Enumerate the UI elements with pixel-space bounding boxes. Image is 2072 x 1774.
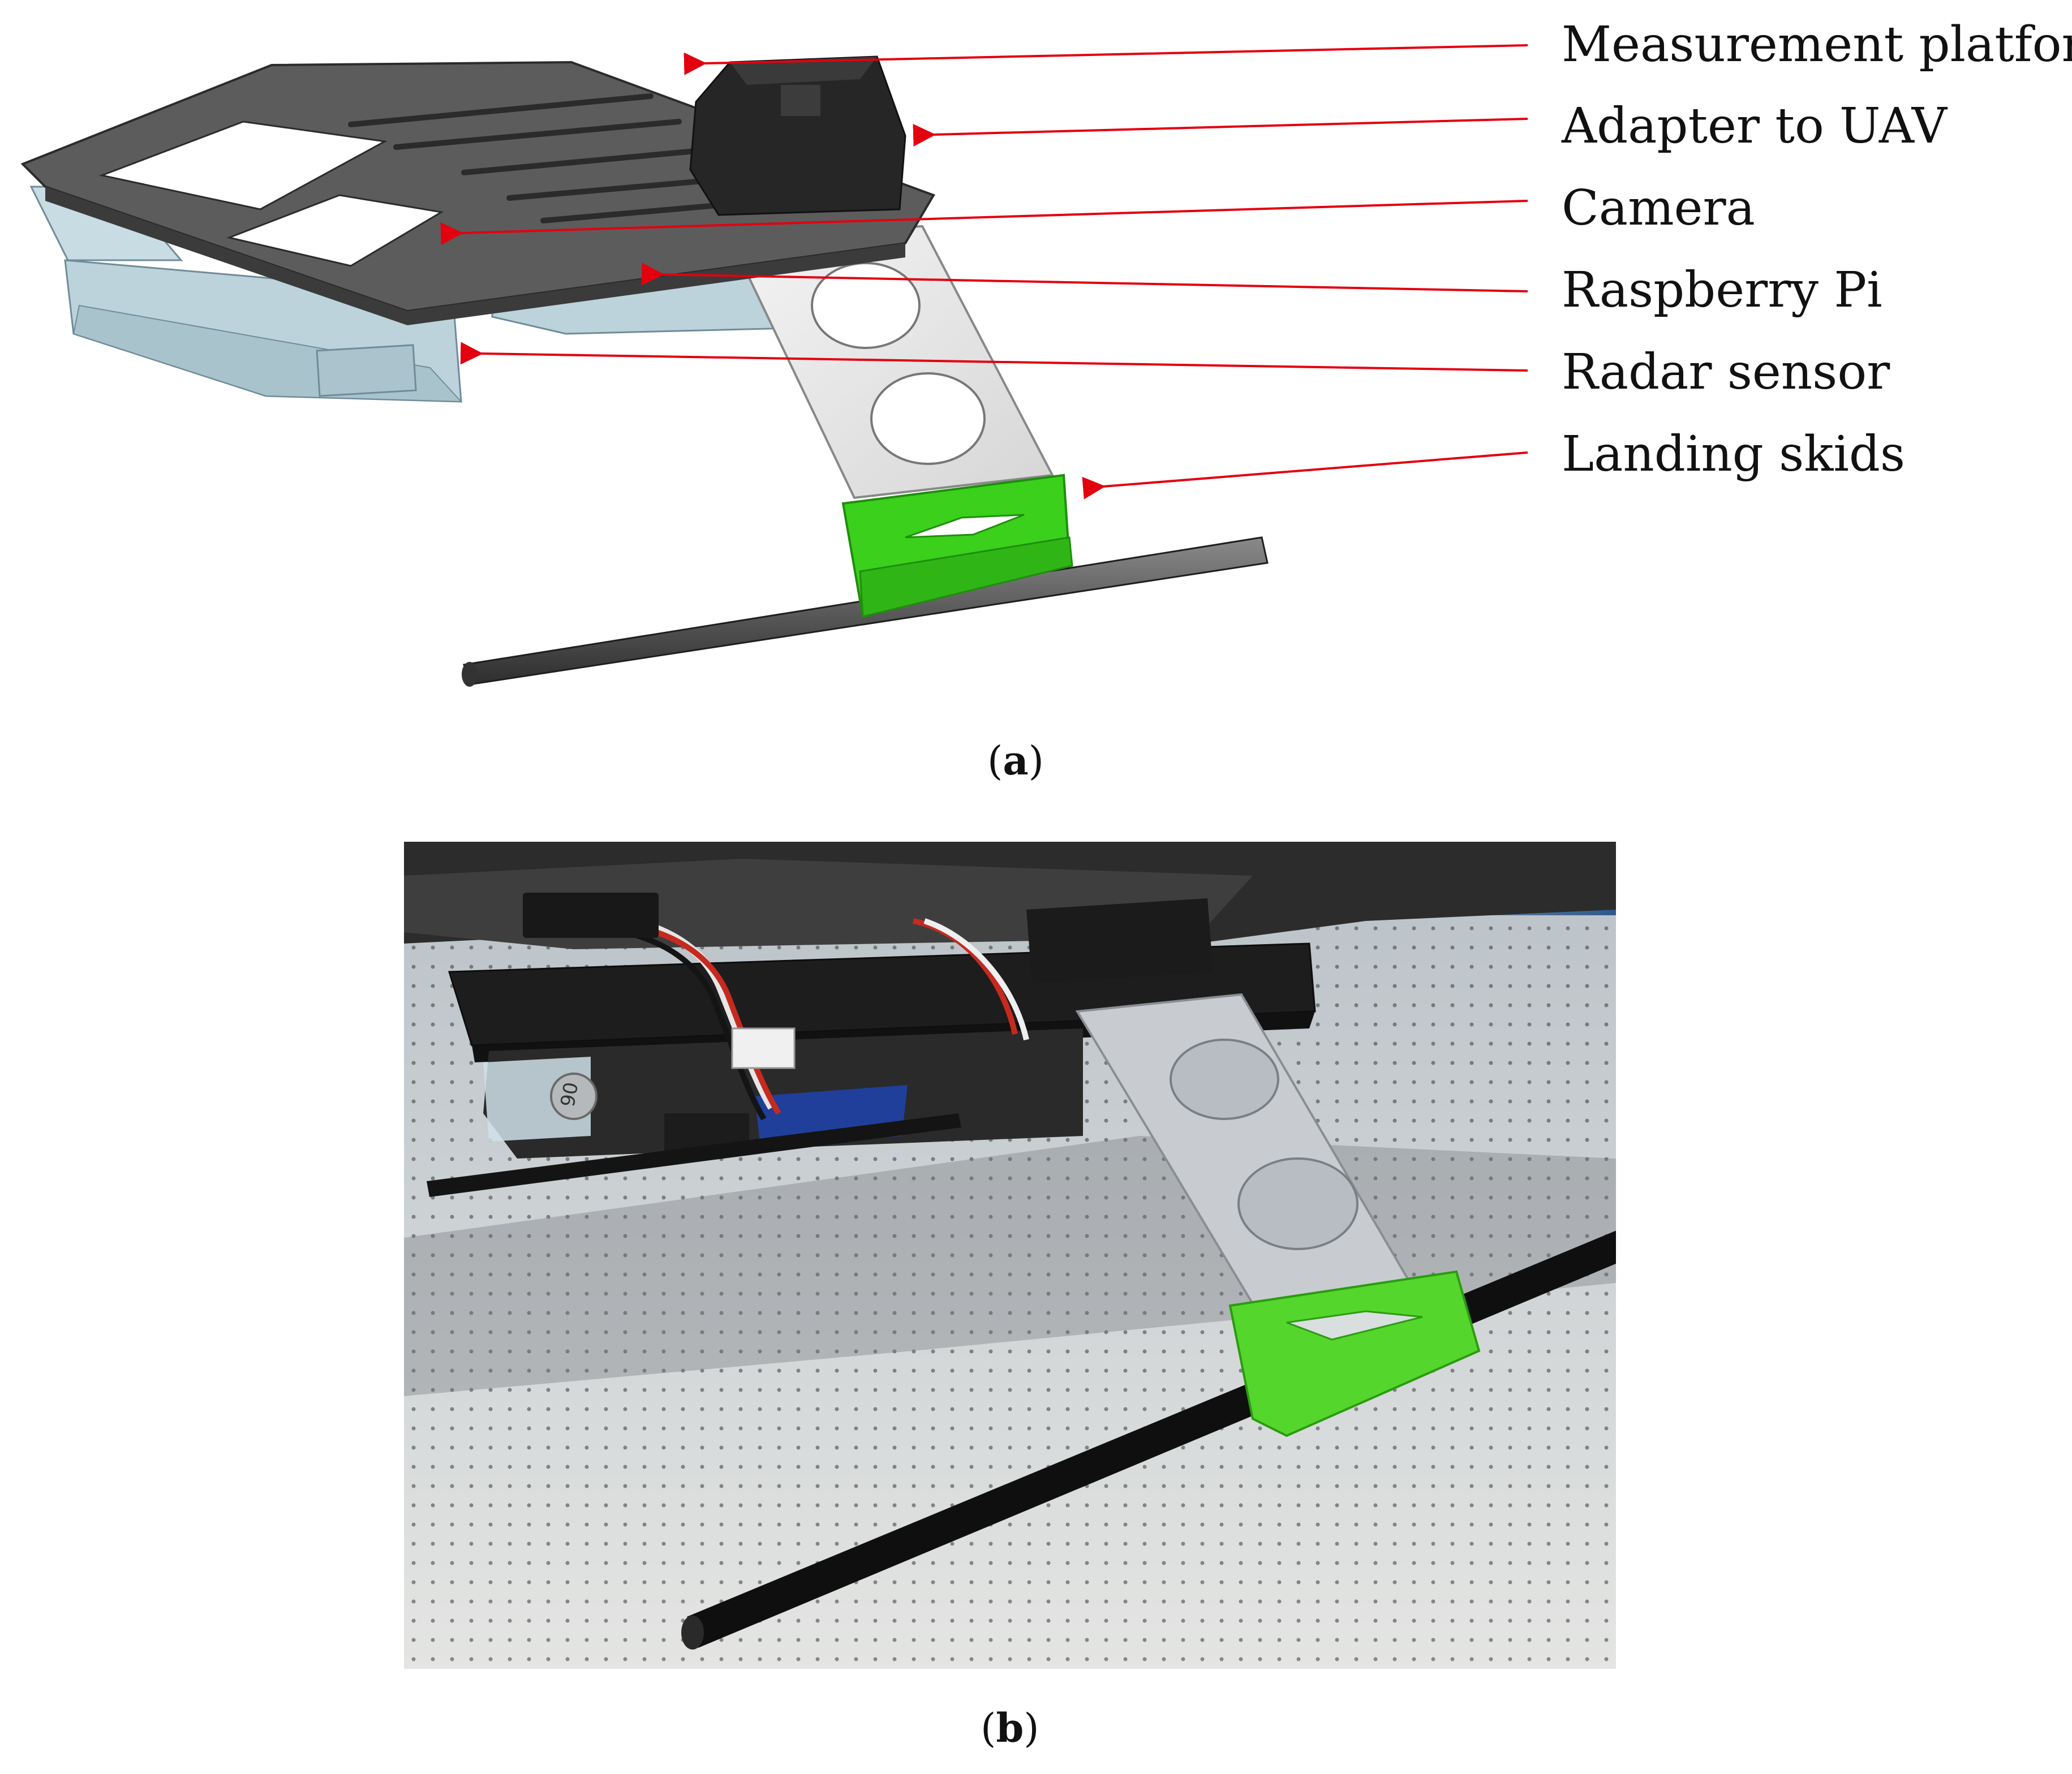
label-raspberry-pi: Raspberry Pi <box>1562 262 1882 318</box>
uav-adapter-block <box>689 55 906 216</box>
arrow-radar-sensor <box>460 342 1528 372</box>
sensor-label-90: 90 <box>556 1080 583 1109</box>
label-landing-skids: Landing skids <box>1562 426 1906 483</box>
label-adapter-to-uav: Adapter to UAV <box>1562 98 1947 154</box>
caption-b: (b) <box>981 1704 1039 1751</box>
arrow-raspberry-pi <box>641 262 1528 292</box>
label-radar-sensor: Radar sensor <box>1562 344 1890 401</box>
label-measurement-platform: Measurement platform <box>1562 16 2072 73</box>
label-camera: Camera <box>1562 180 1755 236</box>
aluminium-bracket <box>728 225 1055 500</box>
photo-panel: 90 <box>404 842 1616 1669</box>
arrow-camera <box>440 200 1528 246</box>
photo-scene: 90 <box>404 842 1616 1669</box>
arrow-adapter-to-uav <box>913 118 1528 147</box>
arrow-landing-skids <box>1082 451 1528 500</box>
caption-a: (a) <box>987 737 1044 784</box>
arrow-measurement-platform <box>683 44 1528 75</box>
cad-rendering <box>20 44 1528 687</box>
landing-skid <box>462 473 1269 687</box>
callout-arrows <box>440 44 1528 500</box>
caption-a-letter: a <box>1003 737 1029 784</box>
caption-b-letter: b <box>996 1704 1024 1751</box>
